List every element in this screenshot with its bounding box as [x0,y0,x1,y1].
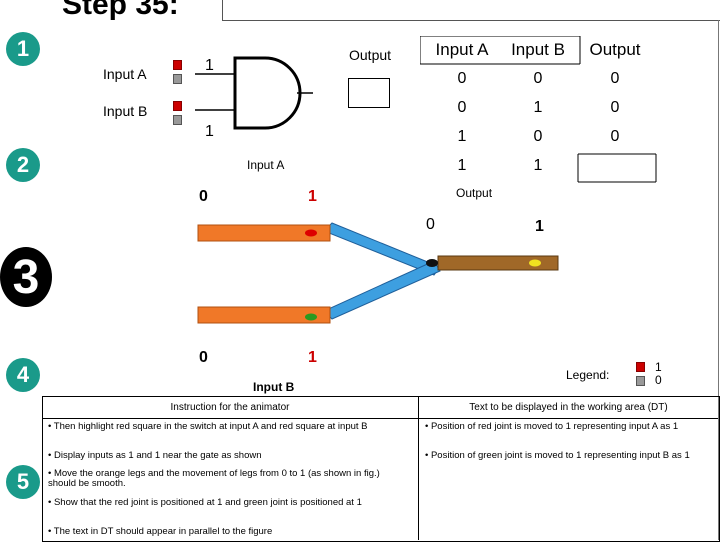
tt-cell: 0 [610,98,620,116]
step-1-badge: 1 [6,32,40,66]
yellow-joint-icon [529,259,541,267]
title-underline [222,0,720,21]
instruction-text: Display inputs as 1 and 1 near the gate … [53,450,262,461]
animation-figure [197,222,559,324]
gate-output-label: Output [349,47,392,63]
legend-one: 1 [655,360,662,374]
legend-switch-icon [636,362,645,386]
step-2-badge: 2 [6,148,40,182]
tt-cell: 0 [610,69,620,87]
instruction-text: Then highlight red square in the switch … [53,421,368,432]
list-item: • Display inputs as 1 and 1 near the gat… [48,450,262,461]
switch-a-icon[interactable] [173,60,182,84]
red-joint-icon [305,229,317,237]
anim-input-a-label: Input A [247,158,285,172]
table-row: 0 1 0 [424,93,654,122]
table-row: 1 1 [424,151,654,180]
gate-input-a-value: 1 [205,57,214,74]
anim-a-zero: 0 [199,188,208,205]
tt-header-a: Input A [435,40,489,59]
list-item: • Position of green joint is moved to 1 … [425,450,690,461]
truth-table: Input A Input B Output 0 0 0 0 1 0 1 0 0… [424,36,654,180]
list-item: • Position of red joint is moved to 1 re… [425,421,679,432]
black-joint-icon [426,259,438,267]
page-title: Step 35: [62,0,179,21]
instructions-left-header: Instruction for the animator [170,402,290,413]
table-row: 1 0 0 [424,122,654,151]
leg-b-orange [197,306,331,324]
anim-output-label: Output [456,186,493,200]
step-4-badge: 4 [6,358,40,392]
legend-zero: 0 [655,373,662,387]
green-joint-icon [305,313,317,321]
leg-a-orange [197,224,331,242]
tt-cell: 1 [533,98,543,116]
anim-out-one: 1 [535,218,544,235]
instruction-text: Show that the red joint is positioned at… [53,497,362,508]
tt-header-out: Output [589,40,641,59]
anim-a-one: 1 [308,188,317,205]
step-5-badge: 5 [6,465,40,499]
tt-header-b: Input B [511,40,565,59]
leg-b-blue [323,260,441,320]
and-gate-icon [195,56,313,130]
table-row: 0 0 0 [424,64,654,93]
gate-output-box [348,78,390,108]
gate-input-b-label: Input B [103,103,148,119]
gate-input-b-value: 1 [205,123,214,140]
step-3-badge: 3 [0,247,52,307]
legend-label: Legend: [566,368,610,382]
list-item: • Then highlight red square in the switc… [48,421,368,432]
tt-cell: 1 [533,156,543,174]
truth-table-grid [420,36,657,183]
instructions-divider [418,396,419,540]
instruction-text: Move the orange legs and the movement of… [48,468,380,489]
tt-cell: 0 [533,127,543,145]
list-item: • The text in DT should appear in parall… [48,526,273,537]
instructions-right-header: Text to be displayed in the working area… [469,402,668,413]
dt-text: Position of green joint is moved to 1 re… [430,450,690,461]
tt-cell: 1 [457,127,467,145]
tt-cell: 1 [457,156,467,174]
instructions-header-line [42,418,718,419]
instruction-text: The text in DT should appear in parallel… [53,526,273,537]
list-item: • Show that the red joint is positioned … [48,497,362,508]
dt-text: Position of red joint is moved to 1 repr… [430,421,679,432]
anim-out-zero: 0 [426,216,435,233]
tt-cell: 0 [533,69,543,87]
tt-cell: 0 [610,127,620,145]
anim-input-b-label: Input B [253,380,295,394]
gate-input-a-label: Input A [103,66,147,82]
anim-b-zero: 0 [199,349,208,366]
switch-b-icon[interactable] [173,101,182,125]
anim-b-one: 1 [308,349,317,366]
list-item: • Move the orange legs and the movement … [48,468,380,489]
tt-cell: 0 [457,69,467,87]
frame-border [718,20,719,540]
tt-cell: 0 [457,98,467,116]
